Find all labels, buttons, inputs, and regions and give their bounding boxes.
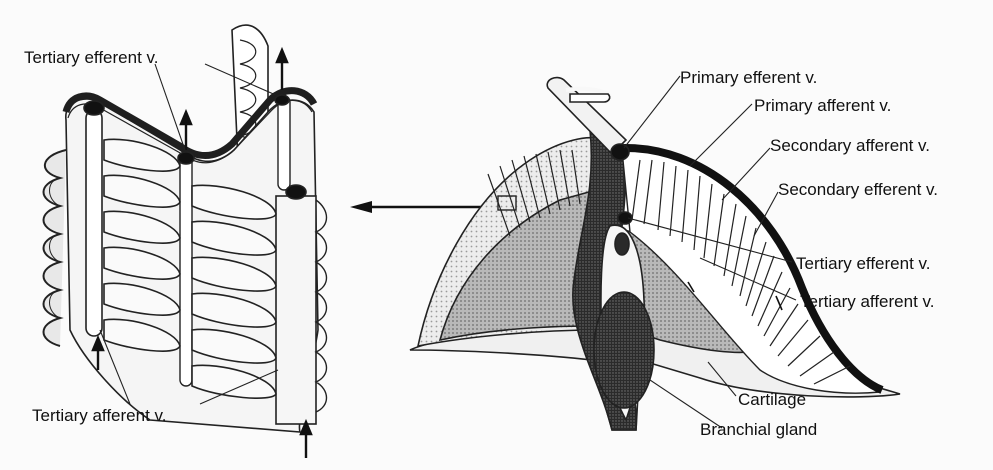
label-secondary-afferent: Secondary afferent v.: [770, 136, 930, 156]
label-cartilage: Cartilage: [738, 390, 806, 410]
label-tertiary-efferent-left: Tertiary efferent v.: [24, 48, 158, 68]
lamella-detail: [44, 25, 327, 432]
label-tertiary-efferent-right: Tertiary efferent v.: [796, 254, 930, 274]
label-tertiary-afferent-right: Tertiary afferent v.: [800, 292, 934, 312]
label-branchial-gland: Branchial gland: [700, 420, 817, 440]
label-secondary-efferent: Secondary efferent v.: [778, 180, 938, 200]
label-tertiary-afferent-left: Tertiary afferent v.: [32, 406, 166, 426]
label-primary-efferent: Primary efferent v.: [680, 68, 817, 88]
label-primary-afferent: Primary afferent v.: [754, 96, 891, 116]
